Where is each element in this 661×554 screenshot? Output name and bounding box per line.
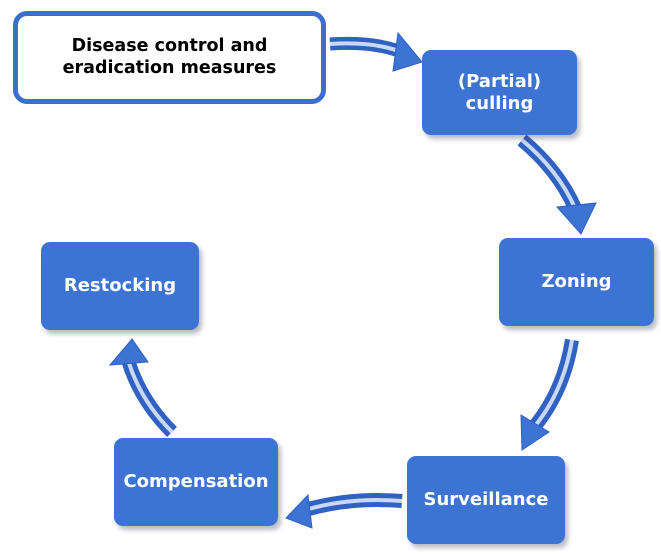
- step-surveillance: Surveillance: [407, 456, 565, 544]
- title-box: Disease control and eradication measures: [13, 11, 326, 104]
- arrow-culling-to-zoning: [517, 134, 597, 235]
- step-label: (Partial) culling: [457, 70, 542, 114]
- arrow-compensation-to-restocking: [108, 338, 177, 437]
- step-restocking: Restocking: [41, 242, 199, 330]
- step-zoning: Zoning: [499, 238, 654, 326]
- step-label: Surveillance: [423, 489, 549, 511]
- step-partial-culling: (Partial) culling: [422, 50, 577, 135]
- arrow-zoning-to-surveillance: [520, 338, 579, 451]
- step-compensation: Compensation: [114, 438, 278, 526]
- step-label: Restocking: [63, 275, 177, 297]
- arrow-title-to-culling: [329, 31, 423, 72]
- step-label: Zoning: [541, 271, 612, 293]
- arrow-surveillance-to-compensation: [285, 493, 403, 529]
- step-label: Compensation: [123, 471, 269, 493]
- title-box-text: Disease control and eradication measures: [62, 36, 277, 78]
